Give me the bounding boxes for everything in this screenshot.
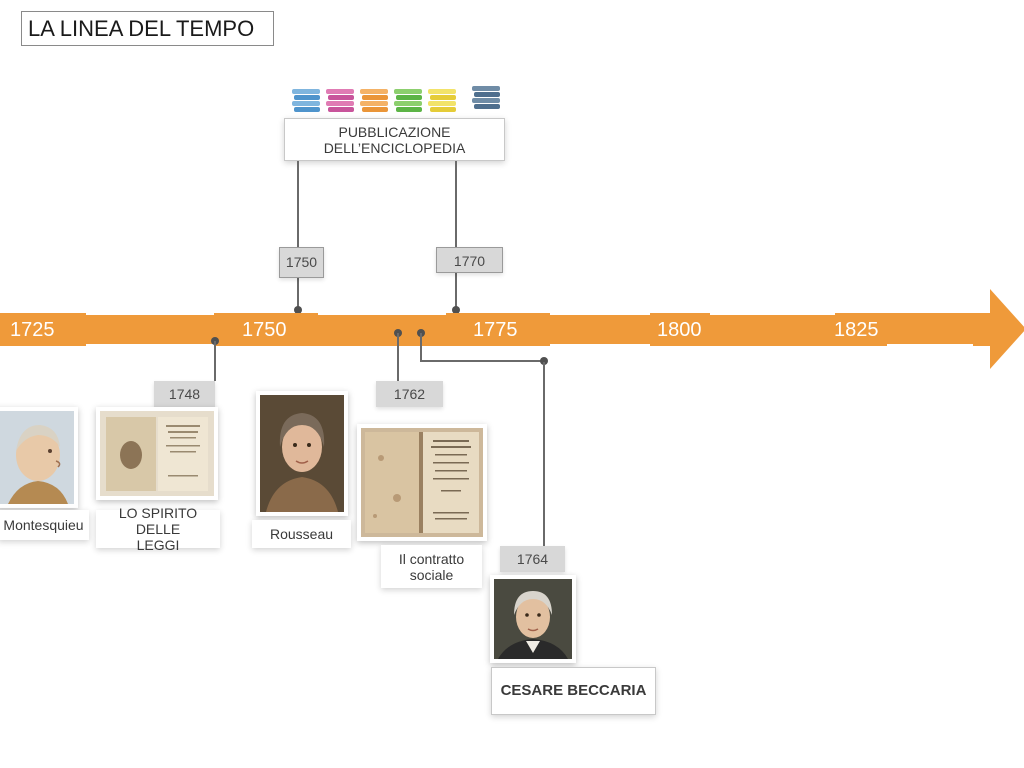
book-stack-green [394,89,422,112]
timeline-year-1800: 1800 [657,319,702,341]
timeline-gap-line-5 [86,344,214,346]
encyclopedia-end-connector [455,161,457,310]
timeline-year-1725: 1725 [10,319,55,341]
spirito-book-picture [100,411,214,496]
rousseau-portrait-image [260,395,344,512]
contratto-book-image [357,424,487,541]
timeline-arrowhead [990,289,1024,369]
book-stack-orange [360,89,388,112]
beccaria-portrait [490,575,576,663]
timeline-gap-line-2 [318,313,446,315]
book-stack-blue [292,89,320,112]
rousseau-name: Rousseau [269,526,334,542]
beccaria-caption: CESARE BECCARIA [491,667,656,715]
timeline-gap-line-6 [550,344,650,346]
book-stack-slate [472,86,500,109]
encyclopedia-start-dot [294,306,302,314]
book-stack-pink [326,89,354,112]
encyclopedia-start-connector [297,161,299,310]
timeline-gap-line-3 [550,313,650,315]
timeline-year-1775: 1775 [473,319,518,341]
timeline-year-1750: 1750 [242,319,287,341]
beccaria-name: CESARE BECCARIA [500,682,647,699]
timeline-year-1825: 1825 [834,319,879,341]
rousseau-portrait [256,391,348,516]
timeline-gap-line-1 [86,313,214,315]
contratto-connector [397,333,399,381]
timeline-gap-line-4 [710,313,835,315]
spirito-year-tag: 1748 [154,381,215,407]
contratto-book-picture [361,428,483,537]
beccaria-connector-vertical [420,333,422,361]
stack-of-books-icon [292,86,500,112]
book-stack-yellow [428,89,456,112]
encyclopedia-end-dot [452,306,460,314]
encyclopedia-end-year-tag: 1770 [436,247,503,273]
spirito-connector [214,341,216,381]
encyclopedia-caption: PUBBLICAZIONE DELL’ENCICLOPEDIA [284,118,505,161]
contratto-caption: Il contratto sociale [381,545,482,588]
page-title: LA LINEA DEL TEMPO [21,11,274,46]
beccaria-portrait-image [494,579,572,659]
contratto-year-tag: 1762 [376,381,443,407]
beccaria-connector-drop [543,362,545,546]
beccaria-corner-dot [540,357,548,365]
spirito-book-image [96,407,218,500]
montesquieu-caption: Montesquieu [0,510,89,540]
beccaria-connector-horizontal [420,360,545,362]
timeline-gap-line-7 [887,344,973,346]
spirito-label: LO SPIRITO DELLE LEGGI [118,505,198,553]
timeline-band [0,313,995,346]
montesquieu-portrait-image [0,411,74,504]
montesquieu-portrait [0,407,78,508]
beccaria-year-tag: 1764 [500,546,565,572]
montesquieu-name: Montesquieu [3,517,84,533]
contratto-label: Il contratto sociale [398,550,465,583]
encyclopedia-label: PUBBLICAZIONE DELL’ENCICLOPEDIA [323,123,466,156]
encyclopedia-start-year-tag: 1750 [279,247,324,278]
spirito-caption: LO SPIRITO DELLE LEGGI [96,505,220,553]
rousseau-caption: Rousseau [252,520,351,548]
